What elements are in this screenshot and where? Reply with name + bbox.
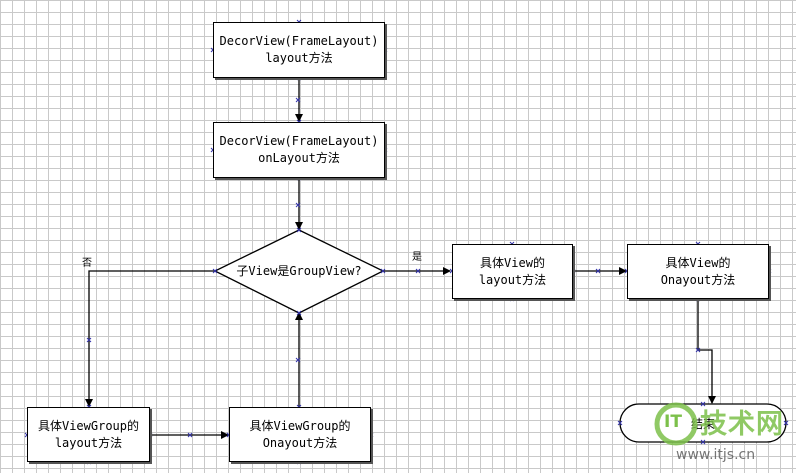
node-view-layout-line1: 具体View的 bbox=[480, 255, 545, 270]
node-decor-onlayout-line1: DecorView(FrameLayout) bbox=[219, 134, 379, 148]
node-vg-layout[interactable]: 具体ViewGroup的 layout方法 bbox=[27, 407, 150, 462]
watermark-brand: 技术网 bbox=[700, 409, 784, 440]
connection-handle-icon bbox=[187, 432, 193, 438]
edge-decision-no bbox=[85, 270, 215, 407]
edge-label-yes: 是 bbox=[412, 252, 422, 263]
node-view-onlayout-line1: 具体View的 bbox=[665, 255, 731, 270]
watermark-logo-icon bbox=[654, 402, 698, 446]
node-vg-onlayout-line2: Onayout方法 bbox=[262, 435, 338, 450]
watermark-url: www.itjs.cn bbox=[676, 447, 756, 463]
connection-handle-icon bbox=[295, 97, 301, 103]
node-decor-layout[interactable]: DecorView(FrameLayout) layout方法 bbox=[213, 22, 385, 78]
node-decor-onlayout[interactable]: DecorView(FrameLayout) onLayout方法 bbox=[213, 122, 385, 178]
edge-label-no: 否 bbox=[82, 258, 92, 269]
node-decor-layout-line2: layout方法 bbox=[265, 51, 333, 65]
connection-handle-icon bbox=[695, 347, 701, 353]
node-view-layout-line2: layout方法 bbox=[478, 272, 547, 287]
connection-handle-icon bbox=[700, 439, 706, 445]
node-vg-layout-line1: 具体ViewGroup的 bbox=[37, 418, 140, 433]
edge-view-onlayout-to-end bbox=[697, 299, 716, 404]
connection-handle-icon bbox=[296, 227, 302, 233]
connection-handle-icon bbox=[783, 420, 789, 426]
connection-handle-icon bbox=[380, 268, 386, 274]
node-vg-onlayout-line1: 具体ViewGroup的 bbox=[249, 418, 351, 433]
connection-handle-icon bbox=[415, 268, 421, 274]
connection-handle-icon bbox=[86, 337, 92, 343]
node-vg-onlayout[interactable]: 具体ViewGroup的 Onayout方法 bbox=[229, 407, 371, 462]
connection-handle-icon bbox=[295, 357, 301, 363]
connection-handle-icon bbox=[595, 268, 601, 274]
node-decor-onlayout-line2: onLayout方法 bbox=[258, 151, 340, 165]
connection-handle-icon bbox=[296, 310, 302, 316]
node-decor-layout-line1: DecorView(FrameLayout) bbox=[219, 34, 379, 48]
node-vg-layout-line2: layout方法 bbox=[54, 435, 123, 450]
node-view-onlayout[interactable]: 具体View的 Onayout方法 bbox=[627, 244, 769, 299]
connection-handle-icon bbox=[295, 202, 301, 208]
node-view-layout[interactable]: 具体View的 layout方法 bbox=[452, 244, 573, 299]
node-view-onlayout-line2: Onayout方法 bbox=[660, 272, 736, 287]
watermark-logo-text: IT bbox=[664, 412, 682, 432]
decision-label: 子View是GroupView? bbox=[236, 264, 362, 278]
connection-handle-icon bbox=[700, 401, 706, 407]
connection-handle-icon bbox=[212, 268, 218, 274]
site-watermark: IT 技术网 www.itjs.cn bbox=[652, 398, 790, 468]
connection-handle-icon bbox=[617, 420, 623, 426]
